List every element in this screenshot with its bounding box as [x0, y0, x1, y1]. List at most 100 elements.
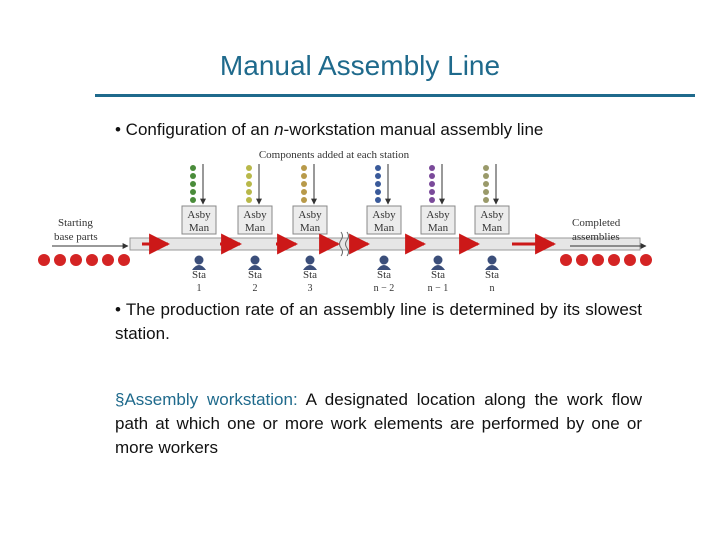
base-part	[70, 254, 82, 266]
completed-part	[576, 254, 588, 266]
worker-body-icon	[248, 265, 262, 270]
station-box-label-1: Asby	[426, 209, 450, 221]
completed-part	[624, 254, 636, 266]
component-dot	[375, 189, 381, 195]
completed-part	[640, 254, 652, 266]
bullet1-italic-n: n	[274, 120, 284, 139]
component-dot	[483, 181, 489, 187]
component-dot	[301, 173, 307, 179]
component-dot	[429, 197, 435, 203]
component-dot	[246, 165, 252, 171]
stations-group: AsbyManSta1AsbyManSta2AsbyManSta3AsbyMan…	[181, 164, 510, 294]
bullet3-marker: §	[115, 390, 125, 409]
station-box-label-2: Man	[482, 222, 503, 234]
station-number: n − 1	[428, 283, 449, 294]
worker-icon	[487, 255, 497, 265]
station-label: Sta	[431, 269, 445, 281]
conveyor-belt	[129, 237, 641, 251]
bullet3-term: Assembly workstation:	[124, 390, 298, 409]
station-label: Sta	[248, 269, 262, 281]
component-dot	[483, 189, 489, 195]
station-box-label-1: Asby	[480, 209, 504, 221]
component-dot	[190, 181, 196, 187]
worker-icon	[194, 255, 204, 265]
worker-icon	[250, 255, 260, 265]
station-label: Sta	[192, 269, 206, 281]
station-box	[366, 205, 402, 235]
component-dot	[301, 197, 307, 203]
station-box	[420, 205, 456, 235]
component-dot	[375, 197, 381, 203]
component-dot	[301, 189, 307, 195]
station-box-label-2: Man	[428, 222, 449, 234]
station-label: Sta	[377, 269, 391, 281]
component-dot	[429, 181, 435, 187]
component-dot	[190, 189, 196, 195]
station-box-label-2: Man	[300, 222, 321, 234]
component-dot	[375, 173, 381, 179]
station-number: n − 2	[374, 283, 395, 294]
station-box-label-2: Man	[374, 222, 395, 234]
station-box-label-1: Asby	[187, 209, 211, 221]
component-dot	[375, 181, 381, 187]
starting-label-1: Starting	[58, 217, 93, 229]
worker-body-icon	[377, 265, 391, 270]
station-box-label-2: Man	[189, 222, 210, 234]
starting-label-2: base parts	[54, 231, 98, 243]
station-box	[181, 205, 217, 235]
station-box	[474, 205, 510, 235]
parts-group	[38, 233, 652, 266]
slide-title: Manual Assembly Line	[0, 50, 720, 82]
component-dot	[190, 173, 196, 179]
station-box	[292, 205, 328, 235]
component-dot	[190, 165, 196, 171]
component-dot	[246, 197, 252, 203]
station-box-label-1: Asby	[298, 209, 322, 221]
title-underline	[95, 94, 695, 97]
bullet-production-rate: • The production rate of an assembly lin…	[115, 300, 642, 343]
components-label: Components added at each station	[259, 149, 410, 161]
bullet1-prefix: • Configuration of an	[115, 120, 275, 139]
completed-part	[608, 254, 620, 266]
worker-icon	[433, 255, 443, 265]
station-number: 2	[253, 283, 258, 294]
base-part	[38, 254, 50, 266]
worker-body-icon	[431, 265, 445, 270]
station-box	[237, 205, 273, 235]
base-part	[102, 254, 114, 266]
component-dot	[246, 181, 252, 187]
component-dot	[301, 165, 307, 171]
completed-label-2: assemblies	[572, 231, 620, 243]
base-part	[54, 254, 66, 266]
worker-body-icon	[303, 265, 317, 270]
component-dot	[483, 197, 489, 203]
worker-icon	[379, 255, 389, 265]
station-box-label-2: Man	[245, 222, 266, 234]
component-dot	[246, 189, 252, 195]
bullet-configuration: • Configuration of an n-workstation manu…	[115, 120, 543, 140]
component-dot	[429, 173, 435, 179]
bullet-assembly-workstation: §Assembly workstation: A designated loca…	[115, 388, 642, 460]
bullet3-body: A designated location along the work flo…	[115, 390, 642, 457]
worker-icon	[305, 255, 315, 265]
completed-part	[592, 254, 604, 266]
component-dot	[483, 165, 489, 171]
component-dot	[483, 173, 489, 179]
station-number: 3	[308, 283, 313, 294]
station-number: n	[490, 283, 495, 294]
station-label: Sta	[485, 269, 499, 281]
bullet1-suffix: -workstation manual assembly line	[283, 120, 544, 139]
station-label: Sta	[303, 269, 317, 281]
completed-part	[560, 254, 572, 266]
station-number: 1	[197, 283, 202, 294]
worker-body-icon	[485, 265, 499, 270]
component-dot	[246, 173, 252, 179]
component-dot	[429, 189, 435, 195]
base-part	[86, 254, 98, 266]
